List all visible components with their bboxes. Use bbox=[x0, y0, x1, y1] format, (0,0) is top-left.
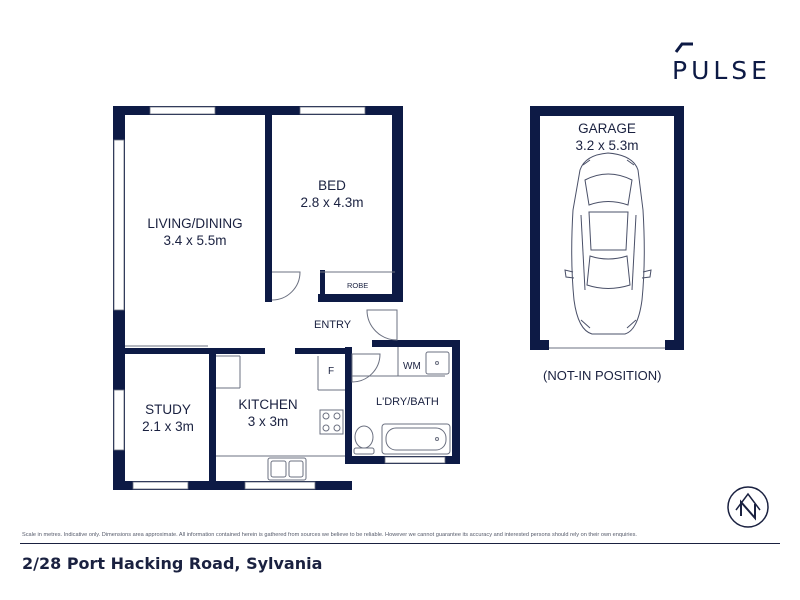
entry-label: ENTRY bbox=[314, 319, 352, 331]
footer-divider bbox=[20, 543, 780, 544]
room-garage-size: 3.2 x 5.3m bbox=[575, 138, 639, 153]
logo-mark-icon bbox=[674, 42, 693, 53]
cooktop bbox=[319, 409, 344, 435]
room-living-size: 3.4 x 5.5m bbox=[163, 233, 227, 248]
room-bed-size: 2.8 x 4.3m bbox=[300, 195, 364, 210]
interior-lines bbox=[125, 271, 445, 457]
brand-logo: PULSE bbox=[672, 56, 771, 85]
room-study-size: 2.1 x 3m bbox=[142, 419, 194, 434]
kitchen-sink bbox=[267, 457, 307, 481]
room-bed: BED 2.8 x 4.3m bbox=[300, 177, 363, 211]
disclaimer-text: Scale in metres. Indicative only. Dimens… bbox=[22, 532, 637, 538]
washing-machine-tub bbox=[425, 351, 450, 375]
interior-walls bbox=[125, 115, 400, 483]
bathtub bbox=[381, 423, 451, 455]
compass-label: N bbox=[743, 498, 744, 499]
compass-icon bbox=[727, 486, 769, 528]
robe-label: ROBE bbox=[347, 281, 369, 290]
garage-note: (NOT-IN POSITION) bbox=[543, 368, 662, 383]
property-address: 2/28 Port Hacking Road, Sylvania bbox=[22, 554, 323, 573]
room-living-name: LIVING/DINING bbox=[147, 216, 243, 231]
room-bed-name: BED bbox=[318, 178, 346, 193]
laundry-bath-label: L'DRY/BATH bbox=[376, 396, 439, 408]
room-kitchen: KITCHEN 3 x 3m bbox=[238, 396, 297, 430]
room-living: LIVING/DINING 3.4 x 5.5m bbox=[147, 215, 242, 249]
room-kitchen-size: 3 x 3m bbox=[247, 414, 289, 429]
fridge-label: F bbox=[328, 366, 335, 377]
room-garage: GARAGE 3.2 x 5.3m bbox=[575, 120, 638, 154]
room-study: STUDY 2.1 x 3m bbox=[142, 401, 194, 435]
car-icon bbox=[564, 152, 652, 335]
room-study-name: STUDY bbox=[145, 402, 191, 417]
room-garage-name: GARAGE bbox=[578, 121, 636, 136]
garage-walls bbox=[530, 106, 684, 350]
door-swings bbox=[271, 271, 398, 383]
room-kitchen-name: KITCHEN bbox=[238, 397, 298, 412]
windows bbox=[113, 106, 446, 490]
toilet bbox=[353, 425, 375, 455]
washing-machine-label: WM bbox=[403, 361, 421, 372]
